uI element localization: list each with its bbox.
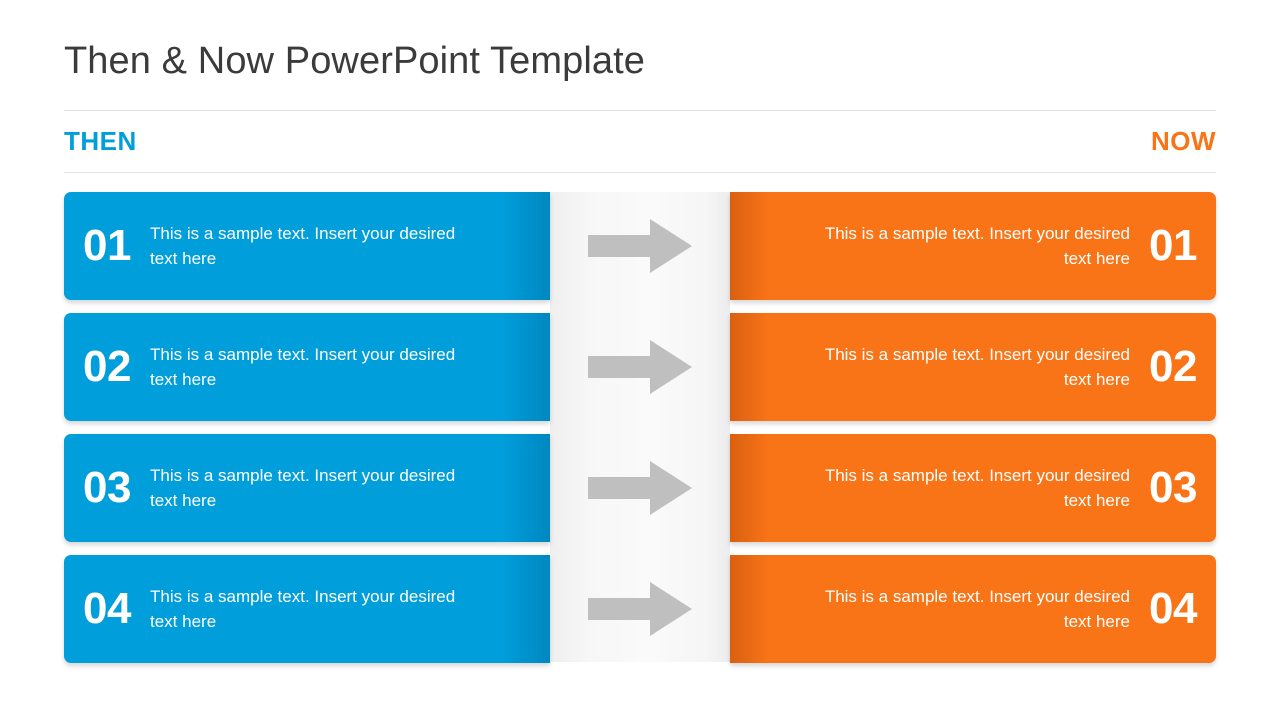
then-panel[interactable]: 03 This is a sample text. Insert your de… — [64, 434, 550, 542]
page-title: Then & Now PowerPoint Template — [64, 40, 646, 82]
now-text: This is a sample text. Insert your desir… — [824, 223, 1130, 268]
then-number: 01 — [83, 221, 131, 270]
now-number: 03 — [1149, 463, 1197, 512]
right-arrow-icon — [588, 339, 692, 395]
center-gradient-band — [550, 192, 730, 662]
comparison-rows: 01 This is a sample text. Insert your de… — [0, 192, 1280, 663]
now-number: 02 — [1149, 342, 1197, 391]
then-panel[interactable]: 01 This is a sample text. Insert your de… — [64, 192, 550, 300]
then-text: This is a sample text. Insert your desir… — [150, 586, 456, 631]
then-panel[interactable]: 02 This is a sample text. Insert your de… — [64, 313, 550, 421]
now-number: 01 — [1149, 221, 1197, 270]
now-number: 04 — [1149, 584, 1197, 633]
then-text: This is a sample text. Insert your desir… — [150, 344, 456, 389]
column-heading-now: NOW — [1150, 126, 1216, 156]
then-text: This is a sample text. Insert your desir… — [150, 465, 456, 510]
now-panel[interactable]: This is a sample text. Insert your desir… — [730, 192, 1216, 300]
now-text: This is a sample text. Insert your desir… — [824, 465, 1130, 510]
then-panel[interactable]: 04 This is a sample text. Insert your de… — [64, 555, 550, 663]
right-arrow-icon — [588, 581, 692, 637]
then-number: 03 — [83, 463, 131, 512]
column-heading-then: THEN — [64, 126, 137, 156]
table-row: 03 This is a sample text. Insert your de… — [0, 434, 1280, 542]
right-arrow-icon — [588, 460, 692, 516]
now-panel[interactable]: This is a sample text. Insert your desir… — [730, 313, 1216, 421]
table-row: 01 This is a sample text. Insert your de… — [0, 192, 1280, 300]
now-text: This is a sample text. Insert your desir… — [824, 344, 1130, 389]
then-number: 04 — [83, 584, 131, 633]
then-number: 02 — [83, 342, 131, 391]
now-panel[interactable]: This is a sample text. Insert your desir… — [730, 555, 1216, 663]
table-row: 04 This is a sample text. Insert your de… — [0, 555, 1280, 663]
now-text: This is a sample text. Insert your desir… — [824, 586, 1130, 631]
divider-bottom — [64, 172, 1216, 173]
right-arrow-icon — [588, 218, 692, 274]
now-panel[interactable]: This is a sample text. Insert your desir… — [730, 434, 1216, 542]
table-row: 02 This is a sample text. Insert your de… — [0, 313, 1280, 421]
divider-top — [64, 110, 1216, 111]
then-text: This is a sample text. Insert your desir… — [150, 223, 456, 268]
